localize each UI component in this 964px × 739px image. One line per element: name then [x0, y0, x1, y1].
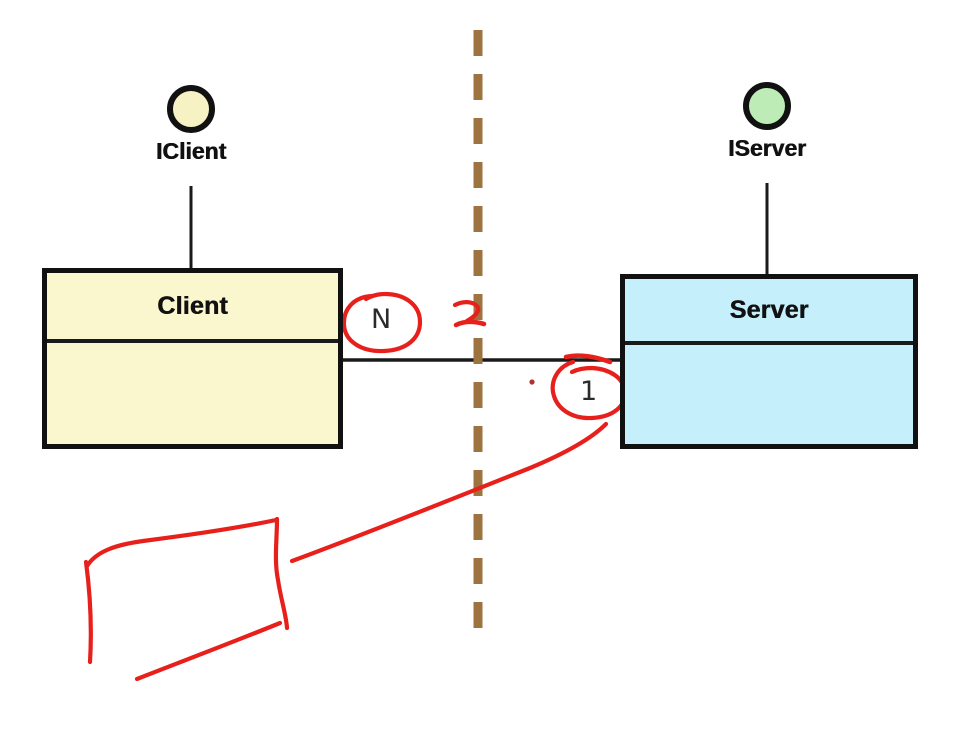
multiplicity-n-label: N: [371, 304, 392, 335]
client-component-box[interactable]: Client: [42, 268, 343, 449]
iserver-interface-lollipop[interactable]: IServer: [673, 82, 861, 162]
hand-drawn-rectangle-top-edge: [84, 517, 279, 569]
circled-1-ink: [550, 359, 628, 421]
pointer-line-ink: [289, 421, 609, 564]
iclient-interface-label: IClient: [155, 138, 227, 164]
server-component-title: Server: [625, 279, 913, 345]
iclient-interface-ball-icon: [167, 85, 215, 133]
circled-1-ink-tail: [563, 353, 613, 365]
hand-drawn-rectangle-left-edge: [83, 559, 93, 665]
hand-drawn-rectangle-right-edge: [273, 516, 290, 631]
boundary-squiggle-ink: [452, 300, 481, 324]
client-component-title: Client: [47, 273, 338, 343]
ink-annotation-group: [83, 291, 628, 682]
client-component-body: [47, 343, 338, 444]
iclient-interface-lollipop[interactable]: IClient: [97, 85, 285, 165]
server-component-body: [625, 345, 913, 444]
server-component-box[interactable]: Server: [620, 274, 918, 449]
boundary-squiggle-ink-2: [453, 319, 487, 328]
ink-dot: [529, 379, 535, 385]
multiplicity-one-label: 1: [580, 376, 598, 407]
hand-drawn-rectangle-bottom-edge: [134, 620, 283, 682]
iserver-interface-ball-icon: [743, 82, 791, 130]
iserver-interface-label: IServer: [727, 135, 806, 161]
circled-n-ink: [341, 291, 423, 354]
